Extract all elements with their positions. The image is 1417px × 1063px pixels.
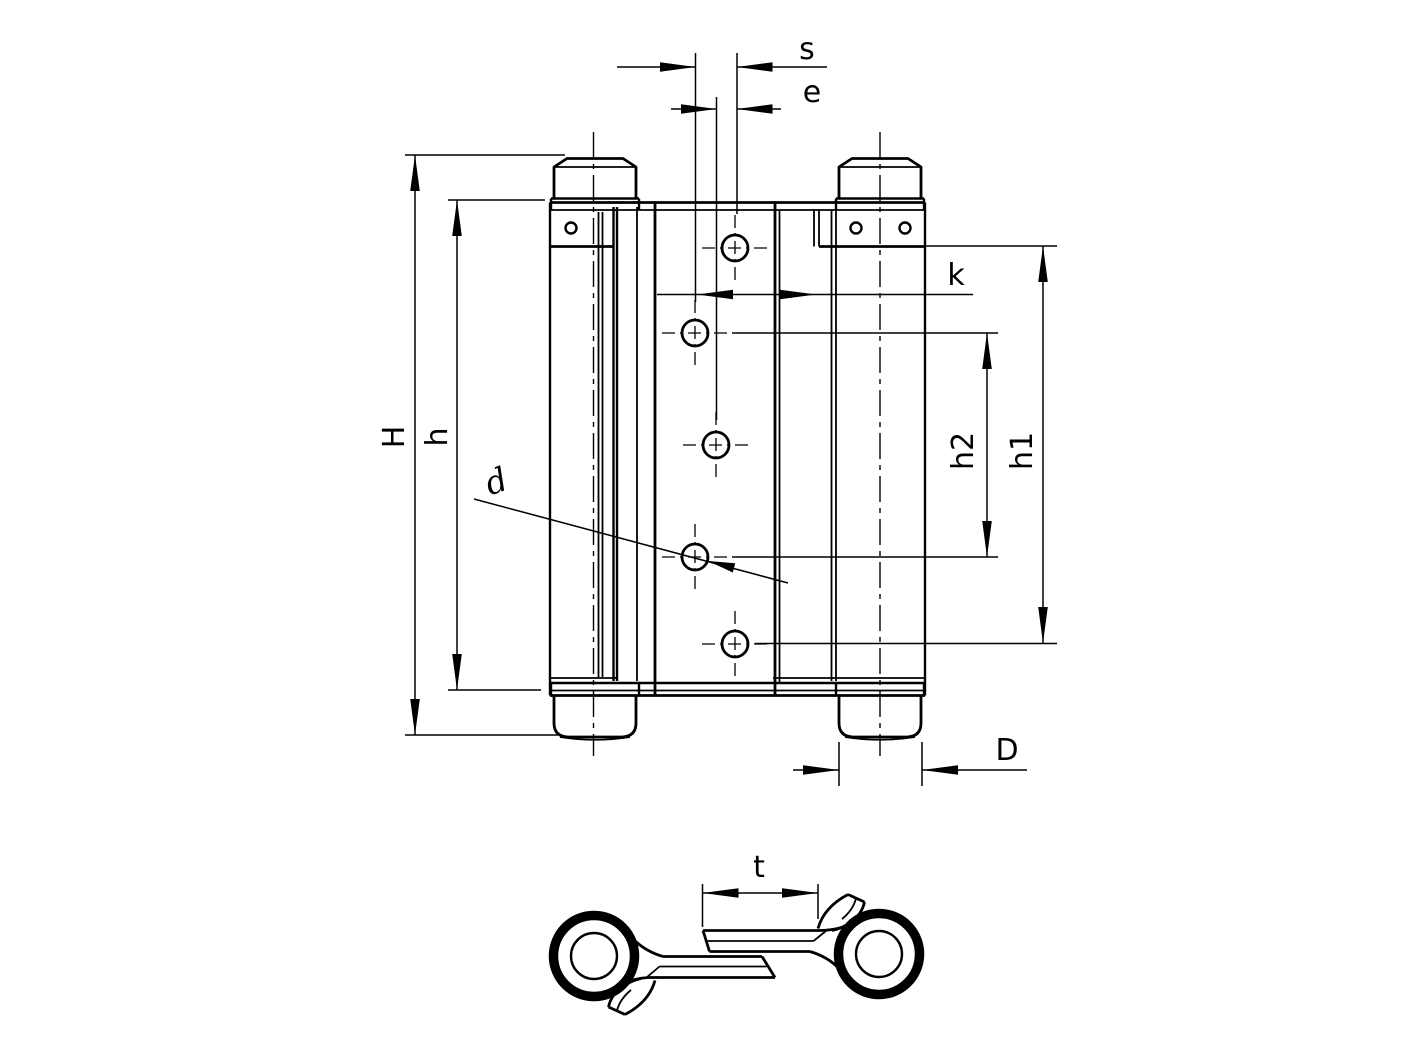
- dim-label-s: s: [799, 32, 815, 67]
- left-top-cap: [552, 157, 638, 198]
- side-leaf-hole: [564, 221, 578, 235]
- dim-label-d: d: [479, 459, 512, 503]
- right-barrel: [834, 157, 926, 741]
- dim-label-t: t: [753, 850, 765, 885]
- left-spring-flap: [607, 977, 657, 1016]
- front-view: [548, 132, 927, 756]
- upper-leaf-section: [701, 920, 856, 976]
- left-pin-bore: [569, 931, 619, 981]
- mounting-holes: [662, 215, 768, 677]
- section-view: [548, 893, 925, 1016]
- lower-leaf-section: [617, 932, 777, 989]
- left-knuckle-ring: [548, 910, 640, 1002]
- right-spring-flap: [816, 893, 866, 932]
- dimension-h1: h1: [755, 245, 1057, 645]
- side-leaf-hole: [849, 221, 863, 235]
- right-knuckle-ring: [833, 908, 925, 1000]
- left-bottom-cap: [552, 695, 638, 739]
- dimension-e: e: [671, 75, 821, 114]
- dimension-h: h: [420, 199, 545, 691]
- left-barrel: [549, 157, 641, 741]
- right-pin-bore: [854, 929, 904, 979]
- dimensions: s e k H h: [377, 32, 1057, 927]
- side-leaf-hole: [898, 221, 912, 235]
- dimension-D: D: [793, 733, 1027, 786]
- dim-label-k: k: [947, 258, 965, 293]
- dimension-s: s: [617, 32, 827, 72]
- dim-label-h: h: [420, 427, 455, 446]
- dimension-h2: h2: [732, 332, 998, 558]
- dim-label-D: D: [995, 733, 1018, 768]
- dim-label-h1: h1: [1005, 432, 1040, 470]
- extension-lines-s-e: [694, 53, 738, 420]
- dimension-k: k: [657, 258, 973, 300]
- dim-label-h2: h2: [946, 432, 981, 470]
- dim-label-e: e: [803, 75, 821, 110]
- dimension-t: t: [701, 850, 819, 927]
- right-bottom-cap: [837, 695, 923, 739]
- right-top-cap: [837, 157, 923, 198]
- dimension-H: H: [377, 154, 565, 736]
- dim-label-H: H: [377, 426, 412, 449]
- dimension-d: d: [473, 459, 789, 584]
- leaf-plates: [548, 201, 927, 697]
